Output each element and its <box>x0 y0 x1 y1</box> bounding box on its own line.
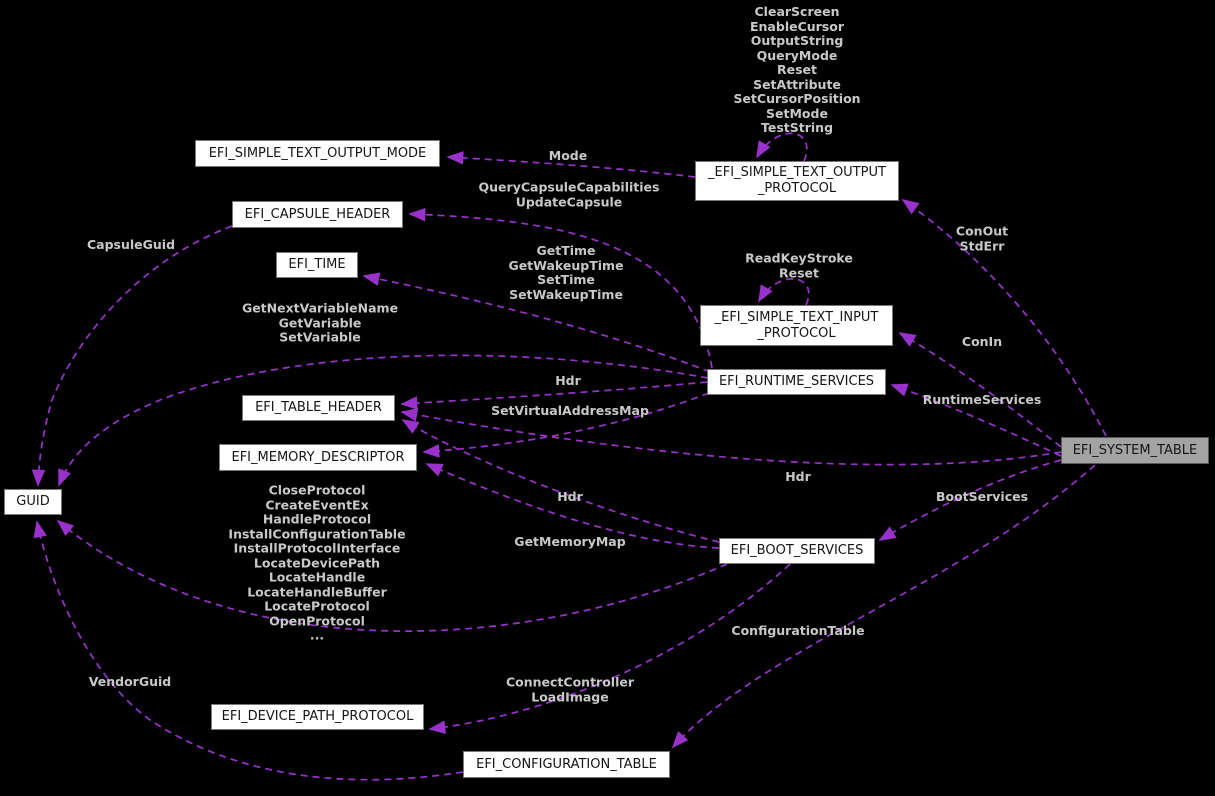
edge-label-query-capsule: QueryCapsuleCapabilities UpdateCapsule <box>478 179 660 209</box>
edge-label-get-variable: GetNextVariableName GetVariable SetVaria… <box>241 300 399 345</box>
edge-label-boot-services: BootServices <box>935 488 1029 504</box>
edge-conout-stderr <box>901 199 1107 437</box>
edge-label-conout-stderr: ConOut StdErr <box>955 223 1009 253</box>
node-efi-boot-services[interactable]: EFI_BOOT_SERVICES <box>719 538 875 564</box>
edge-label-runtime-services: RuntimeServices <box>922 391 1042 407</box>
edge-connect-controller <box>428 563 791 734</box>
edge-hdr-boot <box>401 419 720 543</box>
edge-label-set-virtual-address-map: SetVirtualAddressMap <box>491 402 649 418</box>
edge-label-connect-controller: ConnectController LoadImage <box>505 674 635 704</box>
node-efi-simple-text-input-protocol[interactable]: _EFI_SIMPLE_TEXT_INPUT _PROTOCOL <box>700 305 893 346</box>
node-efi-capsule-header[interactable]: EFI_CAPSULE_HEADER <box>232 201 403 228</box>
edge-set-virtual-address-map <box>422 392 710 458</box>
node-efi-system-table[interactable]: EFI_SYSTEM_TABLE <box>1061 437 1209 464</box>
edge-input-protocol-self-loop <box>758 278 810 306</box>
node-efi-runtime-services[interactable]: EFI_RUNTIME_SERVICES <box>707 369 886 395</box>
edge-label-get-memory-map: GetMemoryMap <box>514 533 626 549</box>
edge-label-capsule-guid: CapsuleGuid <box>86 236 176 252</box>
edge-label-output-protocol-methods: ClearScreen EnableCursor OutputString Qu… <box>733 3 861 135</box>
node-efi-configuration-table[interactable]: EFI_CONFIGURATION_TABLE <box>463 751 670 778</box>
edge-hdr-runtime <box>400 381 708 410</box>
edge-get-memory-map <box>425 463 720 549</box>
edge-get-time <box>362 272 711 373</box>
edge-boot-services-methods <box>56 519 728 632</box>
edge-boot-services <box>878 459 1062 541</box>
edge-label-get-time: GetTime GetWakeupTime SetTime SetWakeupT… <box>508 243 624 302</box>
edge-runtime-services <box>890 383 1062 457</box>
edge-label-read-keystroke: ReadKeyStroke Reset <box>745 250 853 280</box>
edge-query-capsule <box>408 207 713 369</box>
edge-configuration-table <box>671 464 1096 749</box>
edge-hdr-system <box>400 408 1062 466</box>
edge-label-hdr-runtime: Hdr <box>555 372 581 388</box>
edge-label-hdr-system: Hdr <box>785 468 811 484</box>
edge-conin <box>898 332 1062 448</box>
node-efi-time[interactable]: EFI_TIME <box>276 252 358 278</box>
edge-mode <box>446 151 696 178</box>
node-efi-table-header[interactable]: EFI_TABLE_HEADER <box>242 395 395 421</box>
edge-label-vendor-guid: VendorGuid <box>88 673 172 689</box>
edge-output-protocol-self-loop <box>756 132 808 162</box>
node-efi-simple-text-output-mode[interactable]: EFI_SIMPLE_TEXT_OUTPUT_MODE <box>195 140 440 167</box>
edge-label-boot-services-methods: CloseProtocol CreateEventEx HandleProtoc… <box>228 482 406 643</box>
edge-label-configuration-table: ConfigurationTable <box>731 622 865 638</box>
edge-capsule-guid <box>31 225 233 487</box>
node-efi-simple-text-output-protocol[interactable]: _EFI_SIMPLE_TEXT_OUTPUT _PROTOCOL <box>695 161 899 201</box>
edge-label-mode: Mode <box>548 147 588 163</box>
node-efi-device-path-protocol[interactable]: EFI_DEVICE_PATH_PROTOCOL <box>211 704 424 730</box>
edge-vendor-guid <box>33 520 464 781</box>
node-efi-memory-descriptor[interactable]: EFI_MEMORY_DESCRIPTOR <box>219 444 417 471</box>
edge-label-conin: ConIn <box>961 333 1003 349</box>
edge-label-hdr-boot: Hdr <box>557 488 583 504</box>
edge-get-variable <box>58 354 709 487</box>
node-guid[interactable]: GUID <box>4 489 62 515</box>
